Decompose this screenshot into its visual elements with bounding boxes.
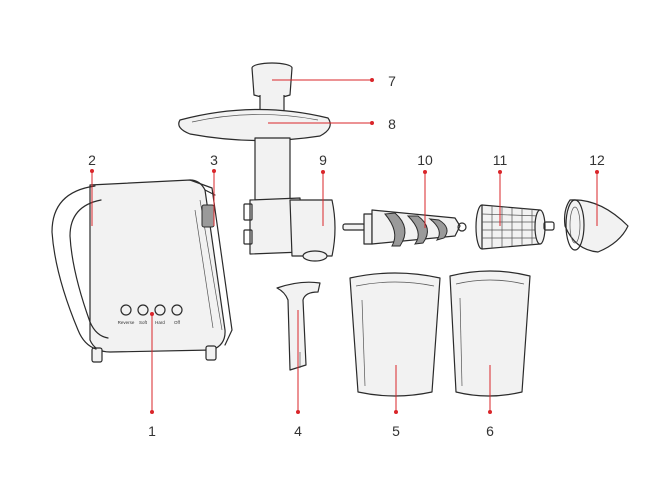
soft-button[interactable] bbox=[137, 304, 149, 316]
motor-base bbox=[89, 179, 233, 363]
hard-button[interactable] bbox=[154, 304, 166, 316]
callout-numbers: 1 2 3 4 5 6 7 8 9 10 11 12 bbox=[88, 73, 605, 439]
foot-right bbox=[205, 345, 217, 361]
button-label: Off bbox=[174, 320, 181, 325]
handle bbox=[51, 185, 109, 350]
filter-screen bbox=[475, 204, 555, 250]
callout-9: 9 bbox=[319, 152, 327, 168]
callout-2: 2 bbox=[88, 152, 96, 168]
callout-7: 7 bbox=[388, 73, 396, 89]
food-pusher bbox=[251, 62, 293, 121]
end-cap bbox=[563, 199, 629, 253]
callout-6: 6 bbox=[486, 423, 494, 439]
button-label: Soft bbox=[139, 320, 148, 325]
juicing-head bbox=[243, 137, 336, 262]
button-label: Hard bbox=[155, 320, 165, 325]
off-button[interactable] bbox=[171, 304, 183, 316]
feeding-tray bbox=[178, 108, 331, 142]
drive-shaft bbox=[201, 204, 215, 228]
juice-cup bbox=[349, 272, 441, 397]
callout-8: 8 bbox=[388, 116, 396, 132]
callout-4: 4 bbox=[294, 423, 302, 439]
callout-1: 1 bbox=[148, 423, 156, 439]
callout-3: 3 bbox=[210, 152, 218, 168]
pulp-cup bbox=[449, 270, 531, 397]
reverse-button[interactable] bbox=[120, 304, 132, 316]
control-panel: Reverse Soft Hard Off bbox=[118, 304, 183, 325]
callout-11: 11 bbox=[493, 152, 508, 168]
callout-12: 12 bbox=[589, 152, 605, 168]
foot-left bbox=[91, 347, 103, 363]
auger bbox=[342, 209, 467, 247]
callout-leaders bbox=[90, 78, 599, 414]
callout-5: 5 bbox=[392, 423, 400, 439]
callout-10: 10 bbox=[417, 152, 433, 168]
button-label: Reverse bbox=[118, 320, 135, 325]
